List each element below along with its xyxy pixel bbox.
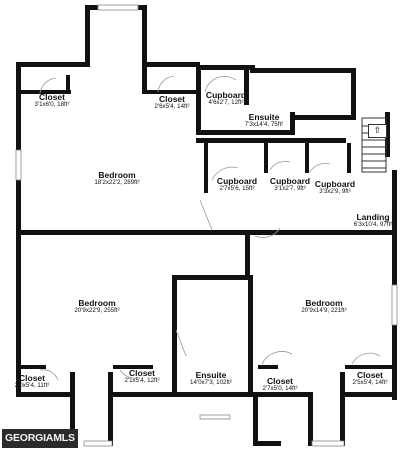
door-swings [39,75,381,381]
watermark-logo: GEORGIAMLS [2,429,78,448]
up-arrow-icon: ⇧ [368,124,387,138]
